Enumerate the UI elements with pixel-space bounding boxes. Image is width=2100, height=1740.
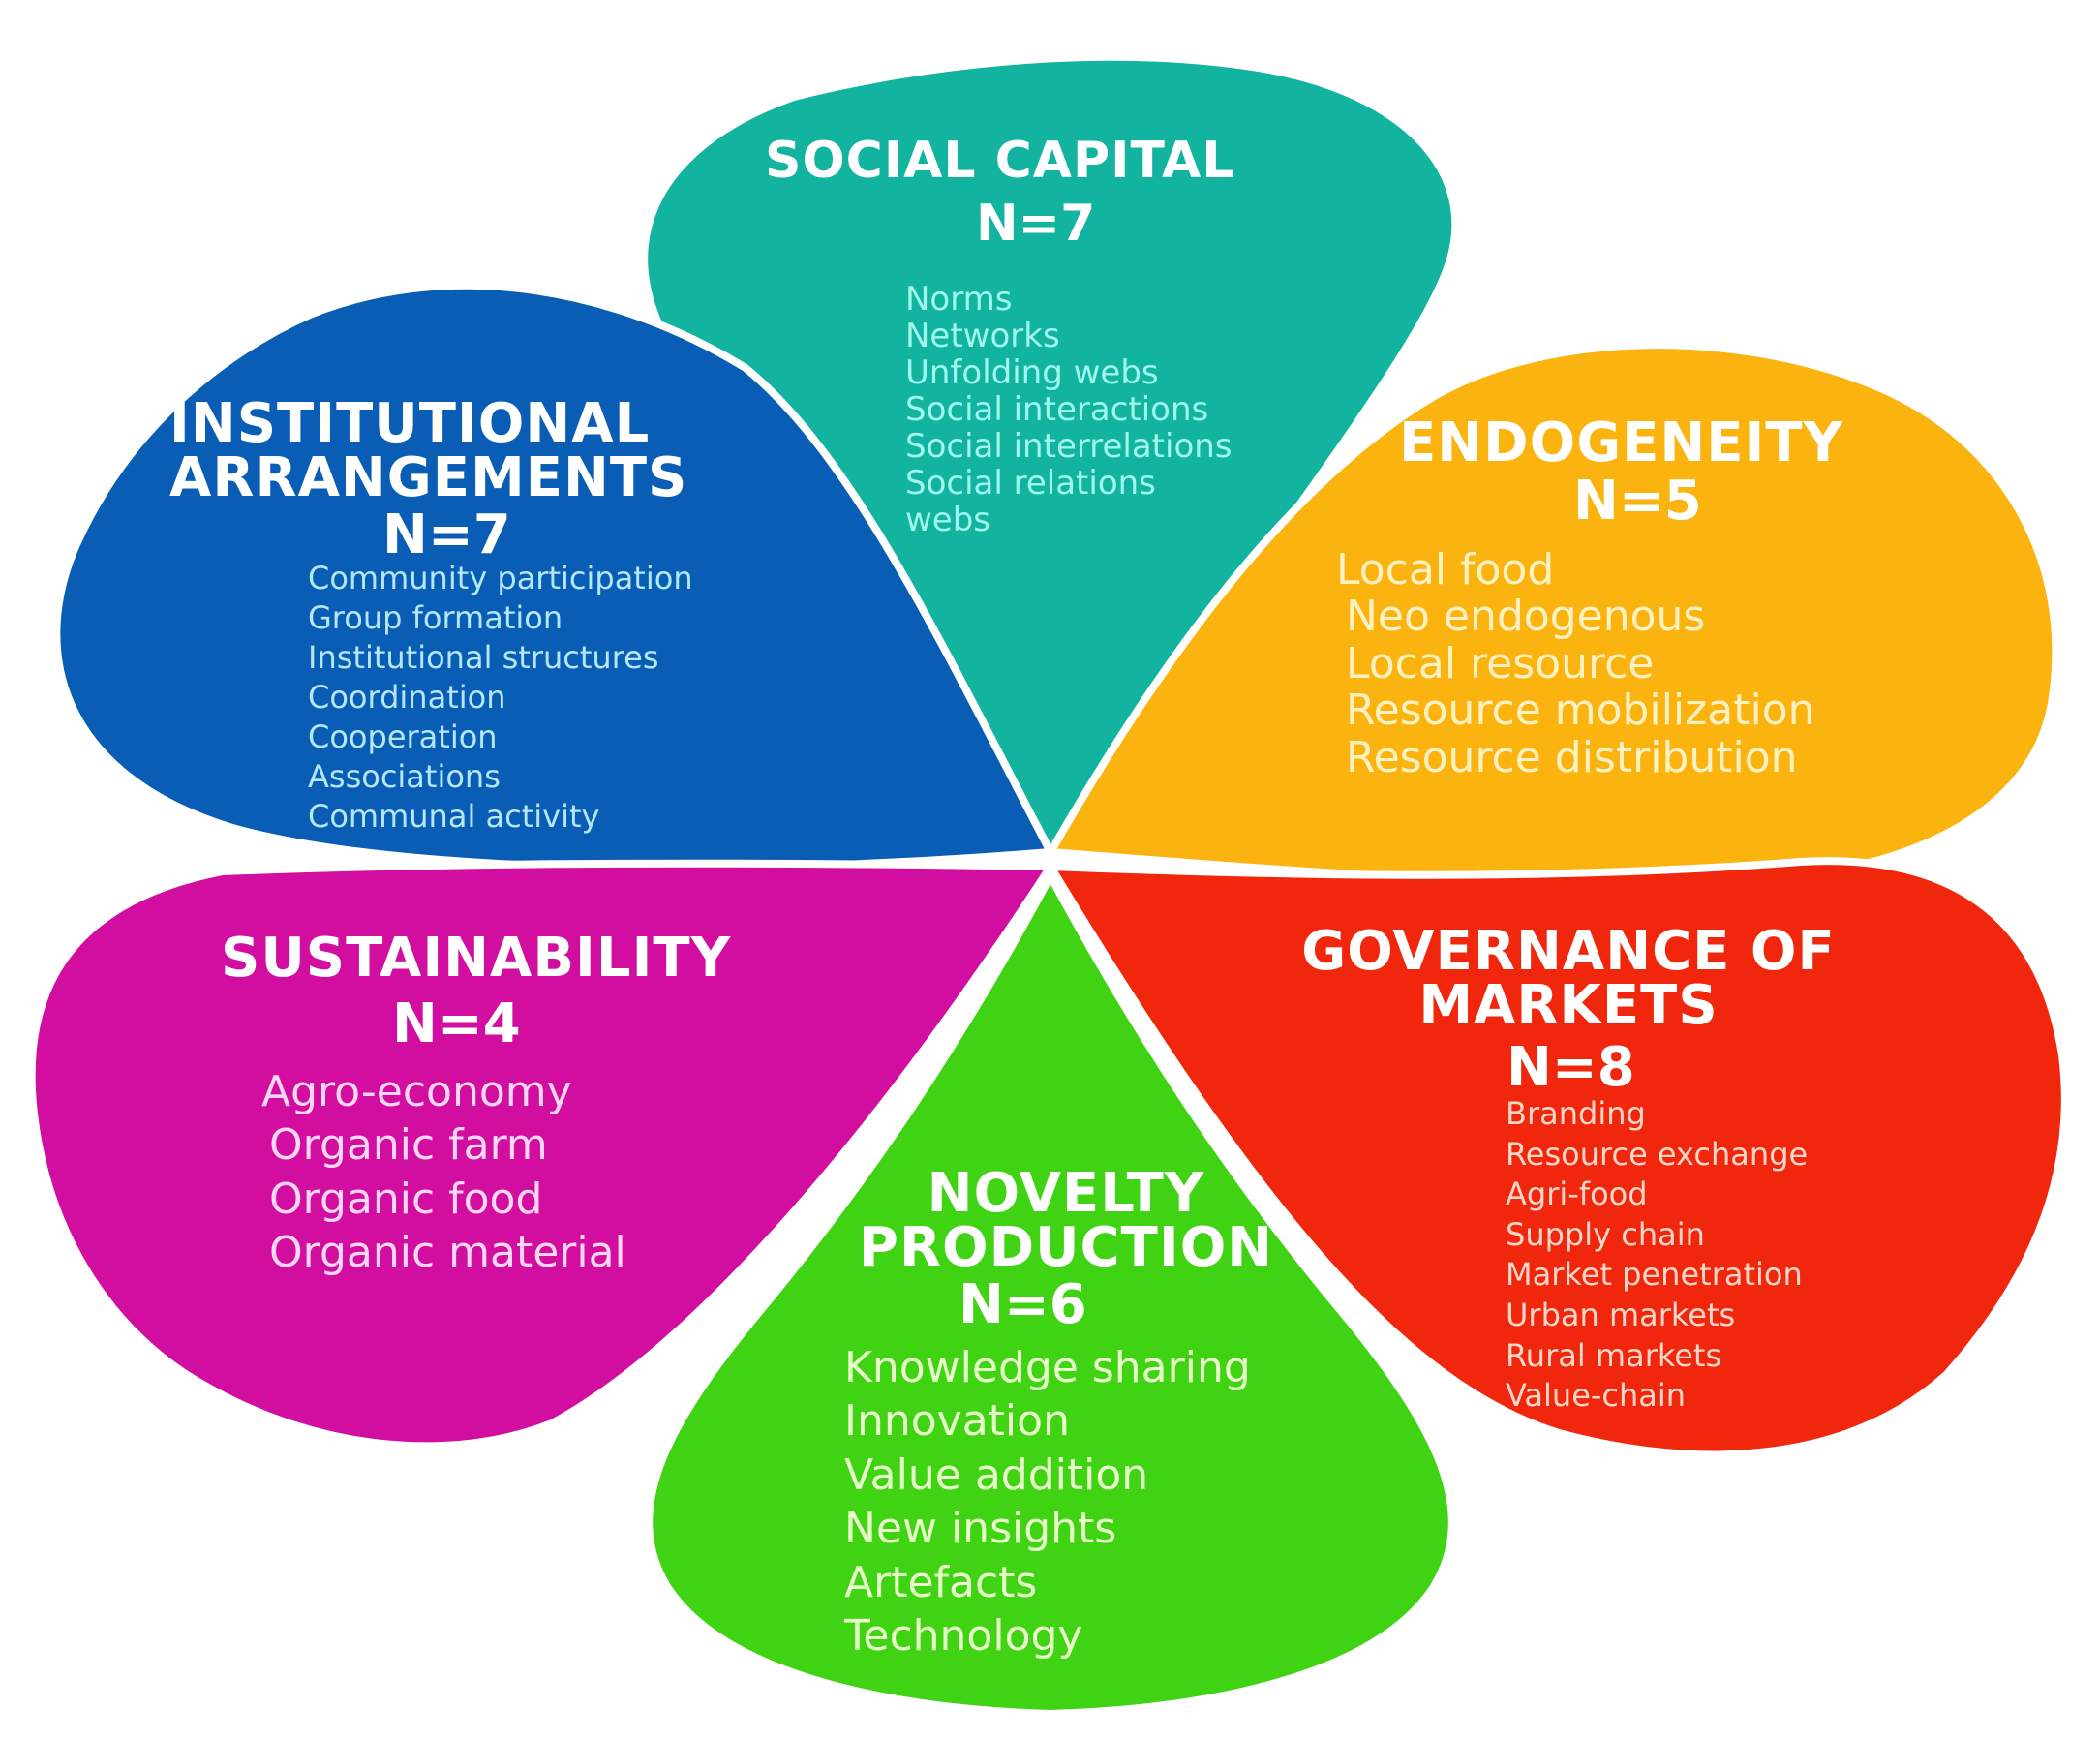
list-item: Value-chain: [1506, 1377, 1687, 1415]
endogeneity-items: Local food Neo endogenous Local resource…: [1336, 545, 1815, 782]
social-capital-title: SOCIAL CAPITAL: [765, 132, 1235, 190]
list-item: Resource exchange: [1506, 1135, 1809, 1173]
novelty-production-count: N=6: [959, 1273, 1087, 1336]
social-capital-items: Norms Networks Unfolding webs Social int…: [905, 281, 1233, 539]
list-item: Community participation: [308, 560, 693, 596]
sustainability-items: Agro-economy Organic farm Organic food O…: [261, 1065, 626, 1280]
list-item: Organic farm: [269, 1120, 548, 1171]
list-item: Knowledge sharing: [844, 1343, 1251, 1392]
governance-of-markets-count: N=8: [1507, 1036, 1635, 1099]
list-item: New insights: [844, 1504, 1117, 1554]
novelty-production-items: Knowledge sharing Innovation Value addit…: [844, 1341, 1251, 1664]
list-item: Social interactions: [905, 390, 1209, 430]
social-capital-count: N=7: [976, 195, 1096, 253]
list-item: Resource mobilization: [1346, 686, 1815, 736]
list-item: Cooperation: [308, 717, 498, 755]
list-item: Coordination: [308, 678, 506, 716]
list-item: Rural markets: [1506, 1336, 1722, 1374]
list-item: Artefacts: [844, 1557, 1038, 1607]
list-item: Supply chain: [1506, 1215, 1705, 1253]
list-item: Value addition: [844, 1450, 1149, 1500]
petal-inst: [52, 281, 1054, 872]
list-item: Unfolding webs: [905, 353, 1159, 393]
list-item: Neo endogenous: [1346, 592, 1706, 642]
list-item: Urban markets: [1506, 1296, 1736, 1333]
list-item: Agri-food: [1506, 1175, 1648, 1213]
list-item: Resource distribution: [1346, 732, 1798, 782]
list-item: Innovation: [844, 1396, 1070, 1447]
list-item: Branding: [1506, 1095, 1646, 1132]
endogeneity-title: ENDOGENEITY: [1399, 412, 1844, 474]
sustainability-count: N=4: [392, 992, 521, 1055]
list-item: Associations: [308, 757, 501, 795]
list-item: Technology: [844, 1611, 1083, 1662]
institutional-arrangements-title: INSTITUTIONAL ARRANGEMENTS: [169, 392, 688, 509]
petal-sust: [27, 859, 1054, 1450]
governance-of-markets-title: GOVERNANCE OF MARKETS: [1301, 920, 1836, 1037]
list-item: Communal activity: [308, 797, 600, 835]
institutional-arrangements-items: Community participation Group formation …: [308, 559, 693, 837]
list-item: Organic food: [269, 1174, 543, 1224]
list-item: Networks: [905, 317, 1060, 356]
governance-of-markets-items: Branding Resource exchange Agri-food Sup…: [1506, 1094, 1808, 1417]
sustainability-title: SUSTAINABILITY: [221, 927, 732, 990]
list-item: Institutional structures: [308, 638, 659, 676]
list-item: Market penetration: [1506, 1256, 1803, 1294]
petal-nov: [645, 872, 1456, 1718]
list-item: Norms: [905, 280, 1013, 319]
petal-gov: [1047, 857, 2069, 1459]
list-item: Social interrelations: [905, 427, 1233, 467]
list-item: Local food: [1336, 545, 1555, 595]
institutional-arrangements-count: N=7: [382, 504, 511, 566]
list-item: Agro-economy: [261, 1067, 572, 1116]
list-item: webs: [905, 501, 991, 540]
list-item: Social relations: [905, 464, 1156, 504]
endogeneity-count: N=5: [1573, 470, 1702, 533]
list-item: Local resource: [1346, 638, 1655, 688]
list-item: Organic material: [269, 1228, 626, 1278]
list-item: Group formation: [308, 598, 563, 636]
novelty-production-title: NOVELTY PRODUCTION: [858, 1162, 1274, 1279]
